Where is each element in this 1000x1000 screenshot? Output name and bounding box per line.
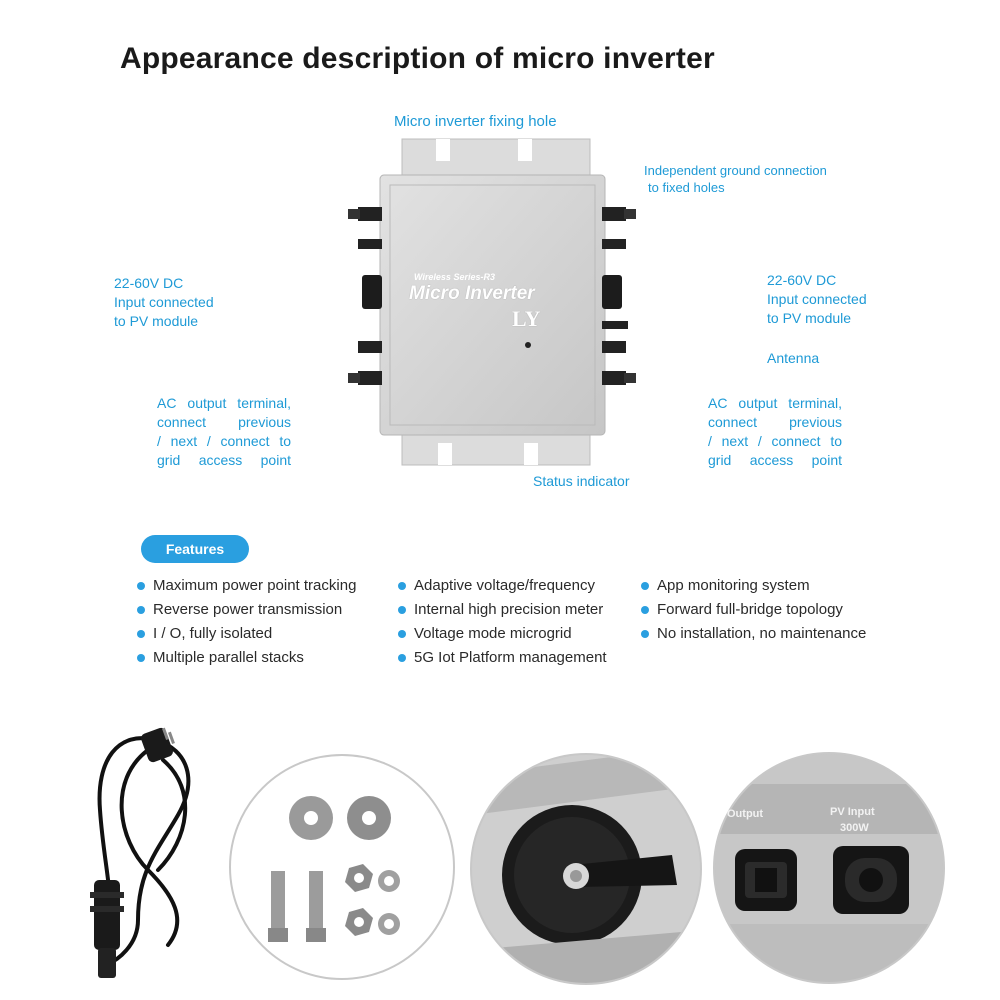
callout-ac-output-left: AC output terminal, connect previous / n…	[157, 395, 291, 468]
device-series-text: Wireless Series-R3	[414, 272, 495, 282]
closeup-antenna-cap	[470, 753, 702, 985]
closeup-ports	[713, 752, 945, 984]
callout-dc-input-left: 22-60V DC Input connected to PV module	[114, 275, 214, 329]
port-label-power: 300W	[840, 822, 869, 834]
bullet-dot	[398, 606, 406, 614]
features-column-2: Adaptive voltage/frequency Internal high…	[397, 574, 607, 670]
hardware-image	[268, 796, 400, 942]
bullet-dot	[137, 606, 145, 614]
callout-ac-output-right: AC output terminal, connect previous / n…	[708, 395, 842, 468]
feature-item: Forward full-bridge topology	[640, 598, 866, 622]
bullet-dot	[137, 582, 145, 590]
feature-item: App monitoring system	[640, 574, 866, 598]
callout-antenna: Antenna	[767, 350, 820, 366]
callout-fixing-hole: Micro inverter fixing hole	[394, 113, 557, 130]
features-column-3: App monitoring system Forward full-bridg…	[640, 574, 866, 646]
feature-item: Internal high precision meter	[397, 598, 607, 622]
device-brand-logo: LY	[512, 306, 541, 331]
callout-status-indicator: Status indicator	[533, 473, 630, 489]
power-cable-image	[90, 727, 191, 978]
features-column-1: Maximum power point tracking Reverse pow…	[136, 574, 356, 670]
page-title: Appearance description of micro inverter	[120, 42, 715, 75]
micro-inverter-image	[348, 138, 636, 466]
callout-dc-input-right: 22-60V DC Input connected to PV module	[767, 272, 867, 326]
closeup-hardware	[229, 754, 455, 980]
feature-item: No installation, no maintenance	[640, 622, 866, 646]
feature-item: 5G Iot Platform management	[397, 646, 607, 670]
bullet-dot	[398, 630, 406, 638]
port-label-pv: PV Input	[830, 806, 875, 818]
bullet-dot	[137, 630, 145, 638]
bullet-dot	[137, 654, 145, 662]
antenna-cap-image	[472, 755, 700, 983]
feature-item: Voltage mode microgrid	[397, 622, 607, 646]
feature-item: Maximum power point tracking	[136, 574, 356, 598]
bullet-dot	[641, 606, 649, 614]
feature-item: I / O, fully isolated	[136, 622, 356, 646]
ports-image	[715, 754, 943, 982]
bullet-dot	[398, 582, 406, 590]
callout-ground: Independent ground connection to fixed h…	[644, 163, 827, 195]
feature-item: Reverse power transmission	[136, 598, 356, 622]
feature-item: Adaptive voltage/frequency	[397, 574, 607, 598]
bullet-dot	[641, 582, 649, 590]
bullet-dot	[398, 654, 406, 662]
port-label-output: Output	[727, 808, 764, 820]
bullet-dot	[641, 630, 649, 638]
feature-item: Multiple parallel stacks	[136, 646, 356, 670]
device-name-text: Micro Inverter	[409, 283, 535, 304]
features-badge: Features	[141, 535, 249, 563]
